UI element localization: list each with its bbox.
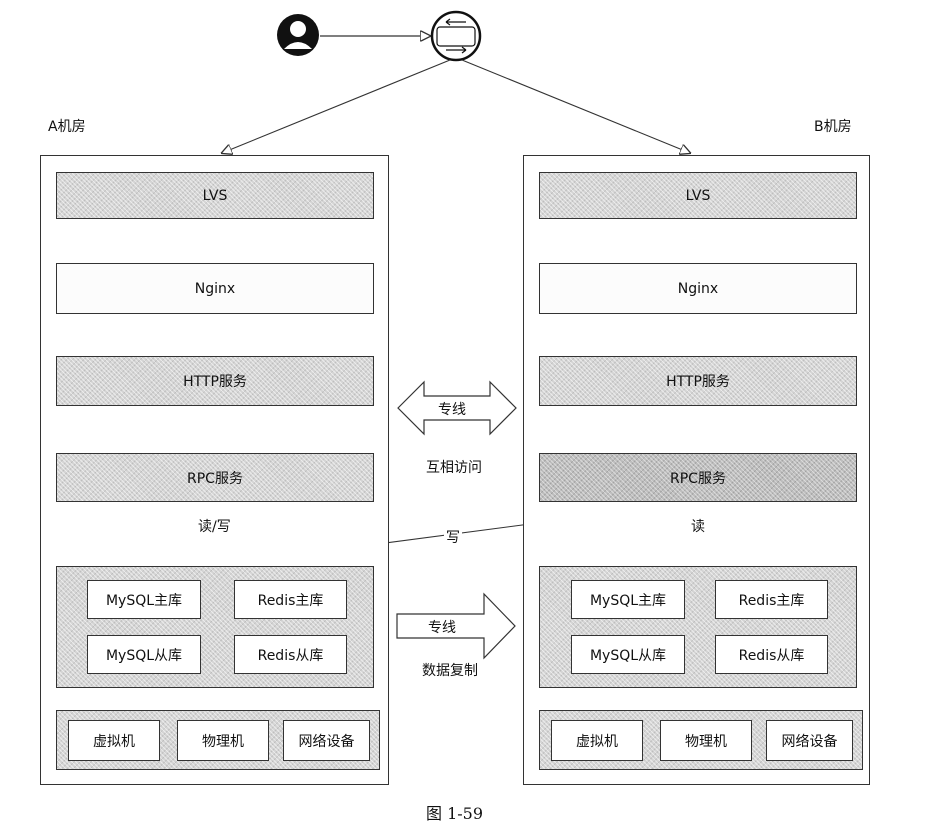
a-nginx-label: Nginx (194, 280, 236, 297)
b-nginx-layer: Nginx (539, 263, 857, 314)
room-b-label: B机房 (814, 119, 852, 135)
figure-caption: 图 1-59 (426, 804, 484, 823)
access-caption: 互相访问 (426, 460, 482, 476)
b-rpc-label: RPC服务 (670, 470, 726, 487)
b-redis-slave: Redis从库 (715, 635, 828, 674)
dns-to-b-arrow (461, 59, 690, 153)
a-rpc-layer: RPC服务 (56, 453, 374, 502)
a-mysql-master: MySQL主库 (87, 580, 201, 619)
b-http-layer: HTTP服务 (539, 356, 857, 406)
a-vm-box: 虚拟机 (68, 720, 160, 761)
a-http-label: HTTP服务 (183, 374, 247, 390)
b-mysql-slave: MySQL从库 (571, 635, 685, 674)
replication-caption: 数据复制 (422, 663, 478, 679)
b-nginx-label: Nginx (677, 280, 719, 297)
b-mysql-master: MySQL主库 (571, 580, 685, 619)
a-nginx-layer: Nginx (56, 263, 374, 314)
b-rpc-layer: RPC服务 (539, 453, 857, 502)
a-redis-slave: Redis从库 (234, 635, 347, 674)
b-vm-box: 虚拟机 (551, 720, 643, 761)
b-read-label: 读 (689, 516, 707, 536)
a-physical-box: 物理机 (177, 720, 269, 761)
access-arrow-label: 专线 (438, 402, 466, 418)
a-rpc-label: RPC服务 (187, 470, 243, 487)
a-lvs-label: LVS (202, 187, 228, 204)
b-physical-box: 物理机 (660, 720, 752, 761)
a-http-layer: HTTP服务 (56, 356, 374, 406)
access-double-arrow (397, 380, 517, 436)
room-a-label: A机房 (48, 119, 86, 135)
a-network-box: 网络设备 (283, 720, 370, 761)
b-http-label: HTTP服务 (666, 374, 730, 390)
a-lvs-layer: LVS (56, 172, 374, 219)
a-redis-master: Redis主库 (234, 580, 347, 619)
dns-to-a-arrow (222, 59, 451, 153)
replication-arrow-label: 专线 (428, 620, 456, 636)
dns-icon (430, 10, 482, 62)
b-lvs-label: LVS (685, 187, 711, 204)
b-network-box: 网络设备 (766, 720, 853, 761)
b-redis-master: Redis主库 (715, 580, 828, 619)
b-lvs-layer: LVS (539, 172, 857, 219)
cross-write-label: 写 (444, 527, 462, 547)
a-mysql-slave: MySQL从库 (87, 635, 201, 674)
replication-arrow (396, 592, 516, 660)
a-read-write-label: 读/写 (196, 516, 233, 536)
user-icon (277, 14, 319, 56)
